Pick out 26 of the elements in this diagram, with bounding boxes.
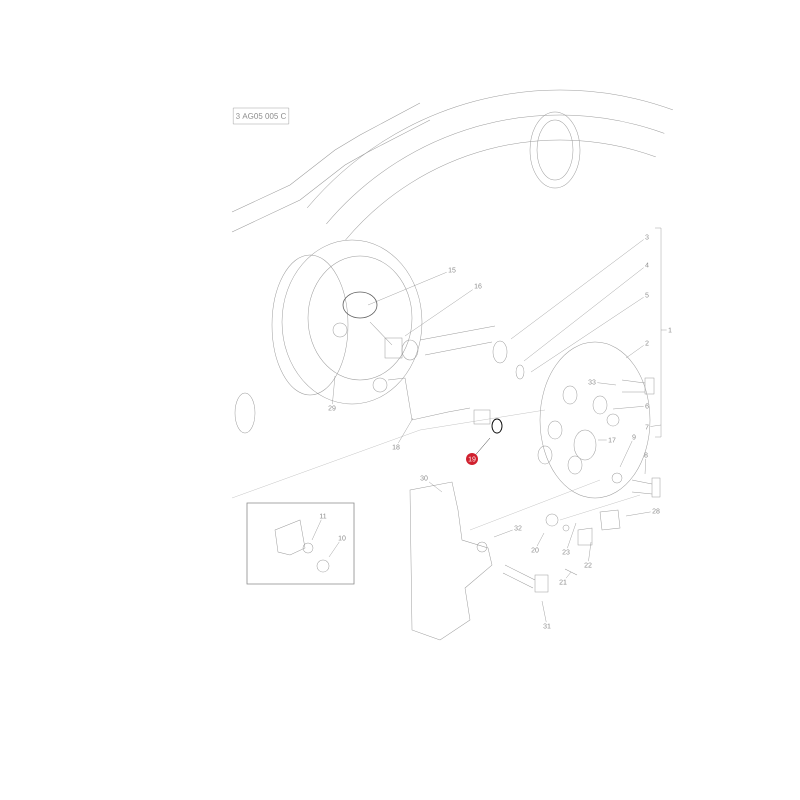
leader-line <box>588 542 592 562</box>
leader-line <box>620 440 632 468</box>
leader-line <box>530 297 644 372</box>
leader-line <box>510 239 644 340</box>
leader-line <box>524 267 644 362</box>
leader-line <box>567 522 576 548</box>
leader-line <box>536 532 544 546</box>
leader-line <box>398 418 414 444</box>
leader-line <box>476 438 490 454</box>
leader-line <box>404 289 473 336</box>
leader-line <box>328 542 340 558</box>
leader-line <box>566 572 572 578</box>
leader-line <box>542 600 546 622</box>
leader-line <box>612 406 644 410</box>
leader-line <box>644 458 646 474</box>
reference-box: 3 AG05 005 C <box>232 108 290 124</box>
leader-line <box>428 482 442 492</box>
leader-line <box>626 345 644 358</box>
leader-line <box>626 512 651 516</box>
leader-line <box>312 520 322 540</box>
leader-line <box>368 272 447 306</box>
leader-line <box>650 424 662 427</box>
leader-line <box>332 376 336 404</box>
leader-line <box>597 382 616 386</box>
leader-line <box>494 530 513 538</box>
inset-frame <box>246 502 354 584</box>
